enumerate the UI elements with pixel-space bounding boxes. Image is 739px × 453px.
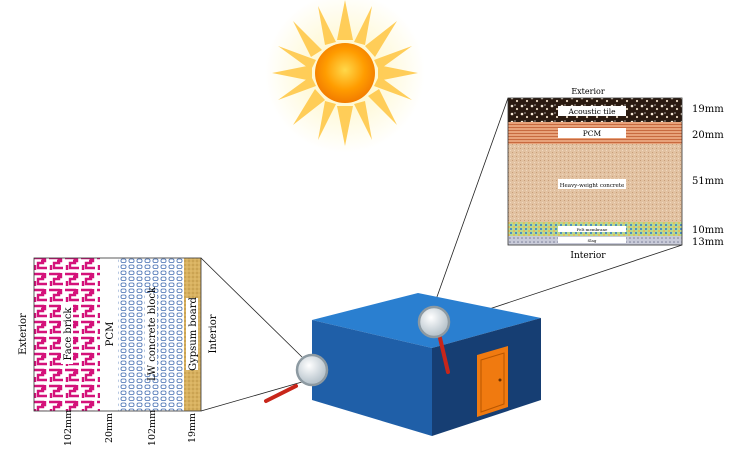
wall-thickness-label: 20mm [104,413,115,443]
roof-thickness-label: 20mm [692,130,724,141]
wall-thickness-label: 19mm [187,413,198,443]
roof-exterior-label: Exterior [571,87,605,96]
building-front-wall [312,320,432,436]
roof-section: Exterior Acoustic tile PCM Heavy-weight … [507,87,724,261]
magnifier-icon [264,353,329,403]
roof-thickness-label: 51mm [692,176,724,187]
building-icon [312,293,541,436]
zoom-lines [200,97,683,412]
wall-thickness-label: 102mm [147,410,158,446]
roof-layer-label: Acoustic tile [567,107,616,116]
roof-layer-label: Slag [588,238,597,243]
roof-layer-label: PCM [583,129,602,138]
wall-thickness-label: 102mm [63,410,74,446]
door-icon [477,346,508,417]
roof-thickness-label: 10mm [692,225,724,236]
roof-thickness-label: 19mm [692,104,724,115]
wall-interior-label: Interior [208,314,219,353]
wall-layer-label: Gypsum board [188,296,199,370]
wall-exterior-label: Exterior [18,313,29,355]
roof-thickness-label: 13mm [692,237,724,248]
wall-layer-label: LW concrete block [147,286,158,381]
roof-interior-label: Interior [570,251,606,261]
roof-layer-label: Heavy-weight concrete [560,183,625,189]
roof-layer-label: Felt membrane [577,227,608,232]
sun-icon [265,0,425,153]
wall-layer-pcm [100,258,118,411]
wall-layer-label: PCM [105,322,116,347]
wall-layer-label: Face brick [63,307,74,361]
wall-section: Face brick PCM LW concrete block Gypsum … [18,257,219,446]
magnifier-icon [417,305,451,374]
